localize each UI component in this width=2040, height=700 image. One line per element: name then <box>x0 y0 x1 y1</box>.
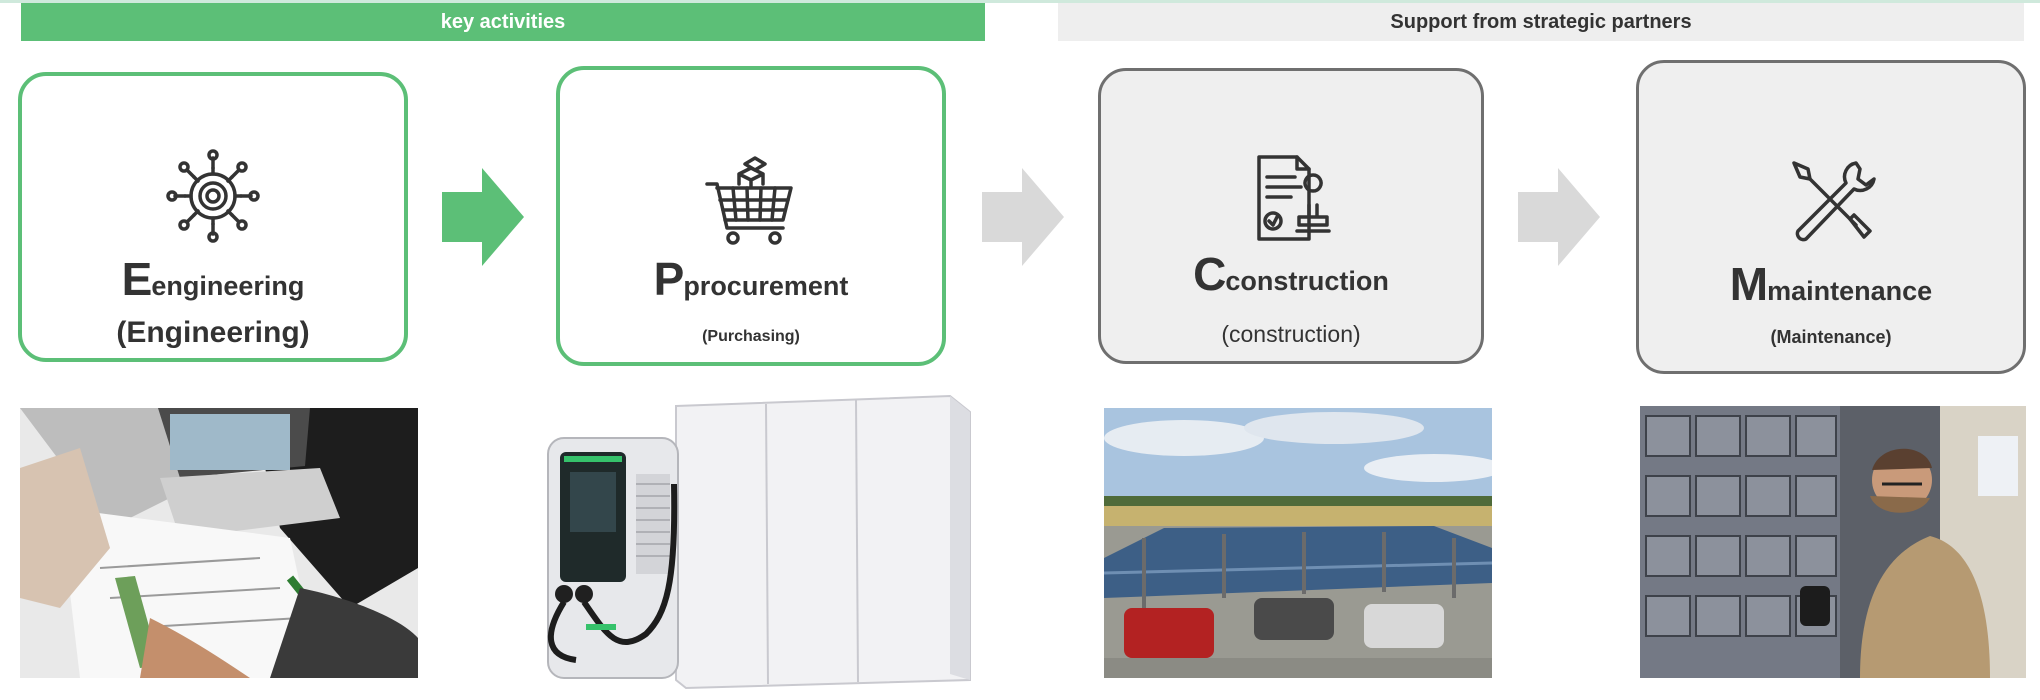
construction-title: Cconstruction <box>1101 247 1481 301</box>
technician-photo <box>1640 406 2026 678</box>
construction-initial: C <box>1193 248 1226 300</box>
key-activities-label: key activities <box>440 10 566 33</box>
maintenance-initial: M <box>1729 258 1768 310</box>
procurement-word: procurement <box>683 271 849 301</box>
gear-network-icon <box>166 149 260 243</box>
maintenance-word: maintenance <box>1767 276 1933 306</box>
strategic-partners-label: Support from strategic partners <box>1390 10 1692 33</box>
construction-word: construction <box>1225 266 1389 296</box>
procurement-card: Pprocurement (Purchasing) <box>556 66 946 366</box>
engineering-initial: E <box>121 253 153 305</box>
engineering-word: engineering <box>151 271 305 301</box>
contract-stamp-icon <box>1257 155 1331 241</box>
procurement-initial: P <box>653 253 685 305</box>
procurement-title: Pprocurement <box>560 252 942 306</box>
arrow-green-icon <box>442 168 524 266</box>
engineering-card: Eengineering (Engineering) <box>18 72 408 362</box>
arrow-grey-icon <box>1518 168 1600 266</box>
maintenance-title: Mmaintenance <box>1639 257 2023 311</box>
engineering-subtitle: (Engineering) <box>116 316 310 349</box>
strategic-partners-banner: Support from strategic partners <box>1058 3 2024 41</box>
maintenance-card: Mmaintenance (Maintenance) <box>1636 60 2026 374</box>
construction-card: Cconstruction (construction) <box>1098 68 1484 364</box>
key-activities-banner: key activities <box>21 3 985 41</box>
engineering-title: Eengineering <box>22 252 404 306</box>
shopping-cart-icon <box>705 156 793 245</box>
procurement-subtitle: (Purchasing) <box>702 328 800 345</box>
solar-carport-photo <box>1104 408 1492 678</box>
engineering-photo <box>20 408 418 678</box>
charger-cabinet-photo <box>536 384 982 694</box>
maintenance-subtitle: (Maintenance) <box>1770 327 1892 347</box>
arrow-grey-icon <box>982 168 1064 266</box>
construction-subtitle: (construction) <box>1221 321 1361 347</box>
top-line <box>0 0 2040 3</box>
wrench-screwdriver-icon <box>1792 161 1876 242</box>
